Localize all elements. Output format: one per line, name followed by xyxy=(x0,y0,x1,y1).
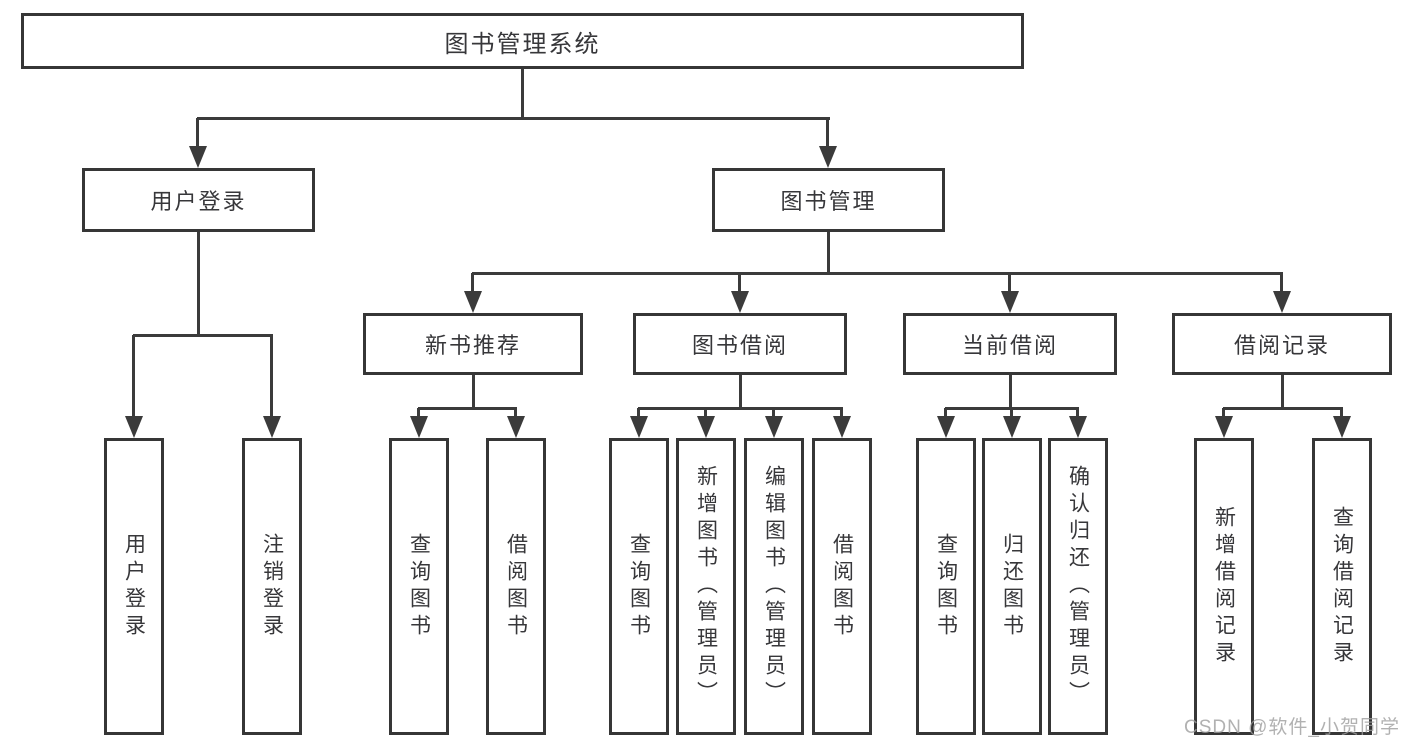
arrow-down-icon xyxy=(464,273,482,313)
arrow-down-icon xyxy=(1273,273,1291,313)
leaf-query-books-current: 查询图书 xyxy=(916,438,976,735)
arrow-down-icon xyxy=(630,408,648,438)
arrow-down-icon xyxy=(1215,408,1233,438)
node-new-book-recommend: 新书推荐 xyxy=(363,313,583,375)
leaf-query-books-recommend: 查询图书 xyxy=(389,438,449,735)
arrow-down-icon xyxy=(833,408,851,438)
arrow-down-icon xyxy=(1069,408,1087,438)
arrow-down-icon xyxy=(1333,408,1351,438)
leaf-borrow-books-recommend: 借阅图书 xyxy=(486,438,546,735)
arrow-down-icon xyxy=(1003,408,1021,438)
arrow-down-icon xyxy=(731,273,749,313)
leaf-user-login: 用户登录 xyxy=(104,438,164,735)
node-root-library-system: 图书管理系统 xyxy=(21,13,1024,69)
leaf-borrow-books: 借阅图书 xyxy=(812,438,872,735)
node-user-login: 用户登录 xyxy=(82,168,315,232)
arrow-down-icon xyxy=(697,408,715,438)
arrow-down-icon xyxy=(937,408,955,438)
leaf-query-books-borrowing: 查询图书 xyxy=(609,438,669,735)
node-book-borrowing: 图书借阅 xyxy=(633,313,847,375)
arrow-down-icon xyxy=(125,335,143,438)
leaf-return-books: 归还图书 xyxy=(982,438,1042,735)
connector-hline-user-login xyxy=(133,334,273,337)
node-borrowing-records: 借阅记录 xyxy=(1172,313,1392,375)
leaf-query-borrow-record: 查询借阅记录 xyxy=(1312,438,1372,735)
arrow-down-icon xyxy=(410,408,428,438)
connector-vline-current-borrow xyxy=(1009,375,1012,408)
connector-vline-borrow-record xyxy=(1281,375,1284,408)
node-current-borrowing: 当前借阅 xyxy=(903,313,1117,375)
connector-vline-book-mgmt xyxy=(827,232,830,273)
arrow-down-icon xyxy=(819,118,837,168)
leaf-add-books-admin: 新增图书（管理员） xyxy=(676,438,736,735)
arrow-down-icon xyxy=(1001,273,1019,313)
connector-hline-borrow-record xyxy=(1223,407,1343,410)
leaf-add-borrow-record: 新增借阅记录 xyxy=(1194,438,1254,735)
connector-hline-book-borrow xyxy=(638,407,843,410)
connector-vline-root xyxy=(521,69,524,118)
leaf-confirm-return-admin: 确认归还（管理员） xyxy=(1048,438,1108,735)
arrow-down-icon xyxy=(263,335,281,438)
connector-hline-level3 xyxy=(472,272,1283,275)
csdn-watermark: CSDN @软件_小贺同学 xyxy=(1184,717,1400,738)
node-book-management: 图书管理 xyxy=(712,168,945,232)
connector-vline-new-book xyxy=(472,375,475,408)
leaf-edit-books-admin: 编辑图书（管理员） xyxy=(744,438,804,735)
arrow-down-icon xyxy=(507,408,525,438)
connector-vline-book-borrow xyxy=(739,375,742,408)
connector-vline-user-login xyxy=(197,232,200,335)
arrow-down-icon xyxy=(765,408,783,438)
leaf-logout: 注销登录 xyxy=(242,438,302,735)
arrow-down-icon xyxy=(189,118,207,168)
connector-hline-new-book xyxy=(418,407,517,410)
connector-hline-level2 xyxy=(197,117,830,120)
